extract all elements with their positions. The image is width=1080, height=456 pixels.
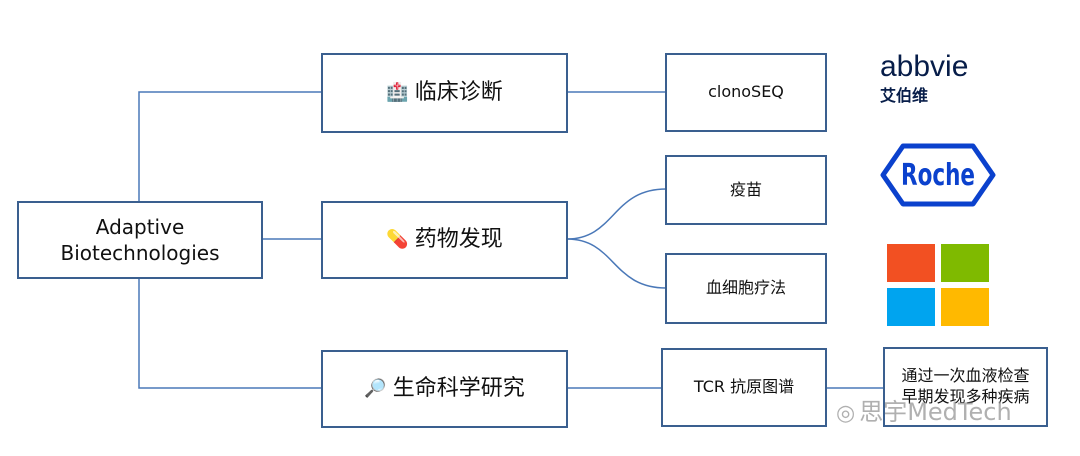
wechat-icon: ◎: [836, 401, 856, 426]
roche-logo-text: Roche: [901, 158, 975, 193]
root-label-line1: Adaptive: [95, 215, 185, 239]
microsoft-tile-blue: [887, 288, 935, 326]
microsoft-logo: [887, 244, 991, 326]
microsoft-tile-red: [887, 244, 935, 282]
leaf-tcr: TCR 抗原图谱: [661, 348, 827, 427]
connector-drug-celltherapy: [566, 238, 667, 289]
leaf-vaccine: 疫苗: [665, 155, 827, 225]
branch-drug-discovery: 💊 药物发现: [321, 201, 568, 279]
leaf-vaccine-label: 疫苗: [729, 179, 762, 199]
leaf-cell-therapy: 血细胞疗法: [665, 253, 827, 324]
abbvie-logo-text: abbvie: [880, 50, 969, 83]
branch-life-science: 🔎 生命科学研究: [321, 350, 568, 428]
watermark: ◎思宇MedTech: [836, 392, 1012, 427]
branch-research-label: 生命科学研究: [392, 375, 525, 401]
leaf-cell-therapy-label: 血细胞疗法: [705, 278, 786, 298]
root-label-line2: Biotechnologies: [60, 241, 220, 265]
note-line2: 早期发现多种疾病: [901, 387, 1030, 406]
leaf-clonoseq: clonoSEQ: [665, 53, 827, 132]
hospital-icon: 🏥: [386, 82, 409, 104]
abbvie-logo: abbvie 艾伯维: [880, 50, 1010, 106]
microsoft-tile-yellow: [941, 288, 989, 326]
leaf-clonoseq-label: clonoSEQ: [708, 82, 784, 102]
connector-root-research: [138, 278, 322, 389]
branch-drug-label: 药物发现: [414, 226, 503, 252]
leaf-tcr-label: TCR 抗原图谱: [693, 377, 795, 397]
connector-root-diagnosis: [138, 91, 322, 201]
leaf-blood-test-note: 通过一次血液检查 早期发现多种疾病: [883, 347, 1048, 427]
microsoft-tile-green: [941, 244, 989, 282]
connector-drug-vaccine: [566, 188, 667, 240]
watermark-text: 思宇MedTech: [859, 398, 1012, 426]
roche-logo: Roche: [880, 143, 996, 207]
branch-diagnosis-label: 临床诊断: [414, 79, 503, 105]
abbvie-logo-cn: 艾伯维: [880, 86, 929, 105]
root-node: Adaptive Biotechnologies: [17, 201, 263, 279]
pill-icon: 💊: [386, 229, 409, 251]
note-line1: 通过一次血液检查: [901, 366, 1030, 386]
magnifier-icon: 🔎: [364, 378, 387, 400]
branch-diagnosis: 🏥 临床诊断: [321, 53, 568, 133]
